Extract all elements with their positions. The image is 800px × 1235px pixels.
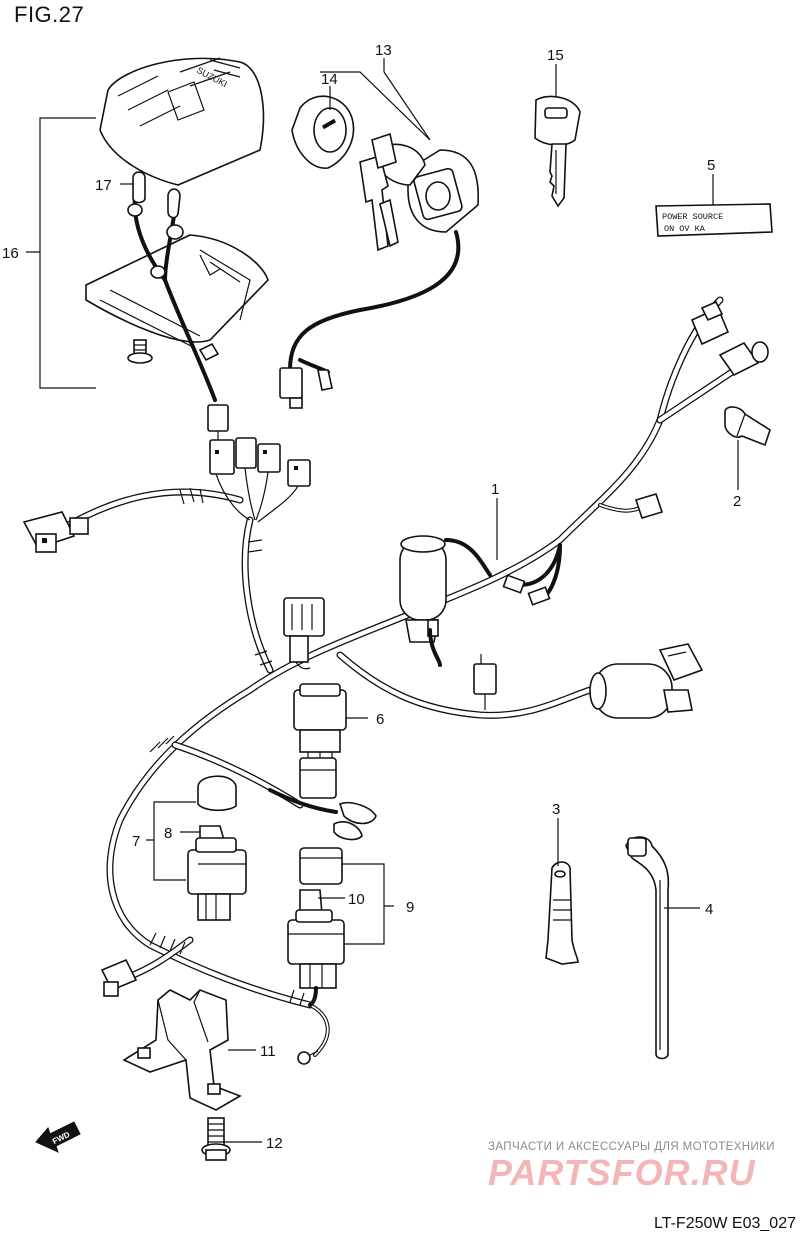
- ignition-switch-13[interactable]: [279, 132, 480, 409]
- callout-7: 7: [132, 833, 140, 850]
- key-cover-14[interactable]: [291, 95, 355, 169]
- forward-arrow-icon: FWD: [35, 1121, 81, 1153]
- callout-1: 1: [491, 481, 499, 498]
- callout-5: 5: [707, 157, 715, 174]
- relay-6[interactable]: [293, 683, 347, 766]
- callout-12: 12: [266, 1135, 283, 1152]
- figure-title: FIG.27: [14, 2, 85, 27]
- callout-2: 2: [733, 493, 741, 510]
- sticker-line2: ON OV KA: [664, 224, 706, 234]
- callout-17: 17: [95, 177, 112, 194]
- key-15[interactable]: [534, 95, 581, 208]
- callout-13: 13: [375, 42, 392, 59]
- ring-terminal[interactable]: [297, 1050, 319, 1065]
- relay-socket-9[interactable]: [287, 909, 345, 1007]
- sticker-line1: POWER SOURCE: [662, 212, 723, 222]
- relay-cap-9[interactable]: [299, 847, 343, 885]
- relay-cap-7[interactable]: [197, 775, 237, 812]
- lower-left-coupler[interactable]: [100, 958, 138, 997]
- callout-3: 3: [552, 801, 560, 818]
- callout-4: 4: [705, 901, 713, 918]
- bulb-cap-17[interactable]: [132, 171, 181, 219]
- top-right-connectors[interactable]: [502, 300, 769, 606]
- center-connector[interactable]: [283, 597, 325, 670]
- clamp-2[interactable]: [724, 406, 771, 447]
- branch-connector[interactable]: [473, 654, 497, 710]
- left-coupler[interactable]: [22, 511, 89, 553]
- harness-connector-cluster[interactable]: [207, 404, 311, 523]
- callout-15: 15: [547, 47, 564, 64]
- label-sticker-5[interactable]: POWER SOURCE ON OV KA: [655, 203, 773, 237]
- leader-lines: [26, 58, 739, 1143]
- callout-6: 6: [376, 711, 384, 728]
- figure-code: LT-F250W E03_027: [653, 1215, 796, 1232]
- cable-tie-4[interactable]: [625, 836, 670, 1060]
- bolt-12[interactable]: [201, 1117, 231, 1161]
- watermark-brand: PARTSFOR.RU: [488, 1152, 756, 1193]
- bracket-11[interactable]: [122, 989, 242, 1111]
- relay-socket-7[interactable]: [187, 837, 247, 921]
- callout-14: 14: [321, 71, 338, 88]
- callout-10: 10: [348, 891, 365, 908]
- relay-6-socket[interactable]: [268, 757, 377, 841]
- cable-strap-3[interactable]: [545, 861, 579, 965]
- callout-11: 11: [260, 1043, 276, 1060]
- callout-16: 16: [2, 245, 19, 262]
- center-coil[interactable]: [399, 535, 492, 667]
- callout-9: 9: [406, 899, 414, 916]
- callout-8: 8: [164, 825, 172, 842]
- handlebar-switch-16[interactable]: SUZUKI: [85, 57, 269, 402]
- callout-labels: 1 2 3 4 5 6 7 8 9 10 11 12 13 14 15 16 1…: [2, 42, 741, 1152]
- right-sensor[interactable]: [589, 643, 704, 719]
- watermark-subtitle: ЗАПЧАСТИ И АКСЕССУАРЫ ДЛЯ МОТОТЕХНИКИ: [488, 1141, 775, 1153]
